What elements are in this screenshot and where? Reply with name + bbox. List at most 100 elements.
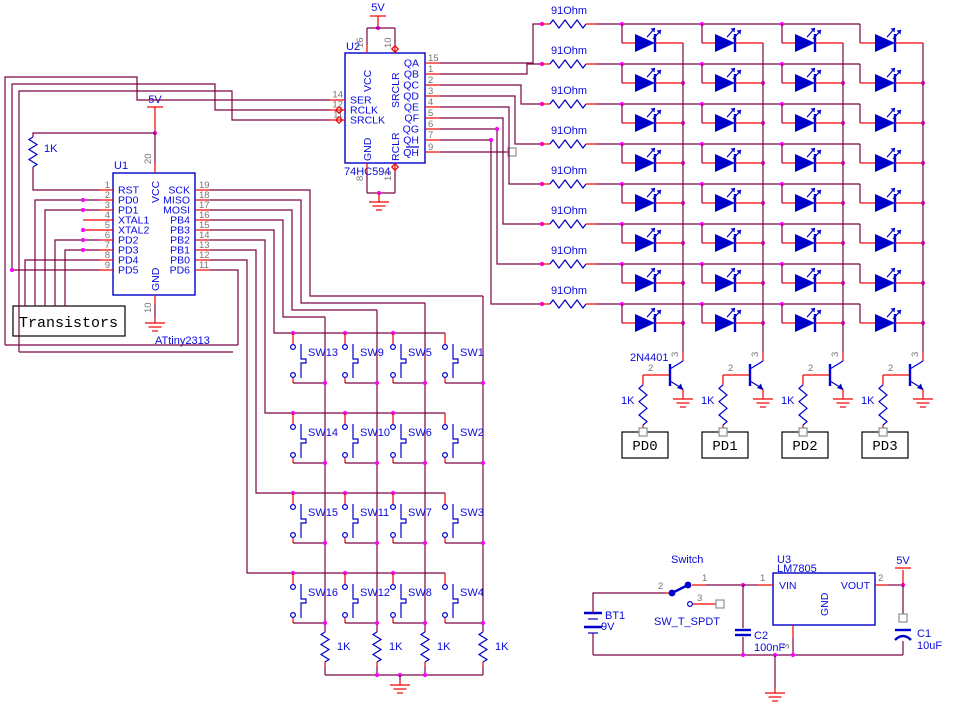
switch-part[interactable]: SW_T_SPDT xyxy=(654,616,720,628)
wire-segment[interactable] xyxy=(44,209,100,306)
transistor-pin-number[interactable]: 2 xyxy=(808,363,813,374)
u1-pin-label[interactable]: PD2 xyxy=(118,235,139,247)
transistor-pin-number[interactable]: 2 xyxy=(648,363,653,374)
switch-contact-icon[interactable] xyxy=(342,424,349,431)
switch-actuator-icon[interactable] xyxy=(400,344,407,378)
rst-pullup-resistor[interactable] xyxy=(27,136,39,168)
led-icon[interactable] xyxy=(715,314,735,332)
row-resistor-label[interactable]: 91Ohm xyxy=(551,165,587,177)
u3-ref[interactable]: U3 xyxy=(777,554,791,566)
pulldown-resistor[interactable] xyxy=(419,631,431,663)
switch-label[interactable]: SW12 xyxy=(360,587,390,599)
row-resistor-label[interactable]: 91Ohm xyxy=(551,245,587,257)
u1-chip[interactable]: U1 ATtiny2313 5V 1K xyxy=(44,94,210,347)
u2-pin-label[interactable]: SRCLK xyxy=(350,115,385,127)
switch-actuator-icon[interactable] xyxy=(452,424,459,458)
u2-pin-label[interactable]: SER xyxy=(350,95,372,107)
led-icon[interactable] xyxy=(795,274,815,292)
u2-pin-label[interactable]: QF xyxy=(404,113,419,125)
row-resistor-label[interactable]: 91Ohm xyxy=(551,125,587,137)
u2-rclr-label[interactable]: RCLR xyxy=(390,132,402,161)
transistor-pin-number[interactable]: 3 xyxy=(830,352,841,357)
led-icon[interactable] xyxy=(875,314,895,332)
power-section[interactable]: U3 LM7805 VIN VOUT GND 1 2 3 Switch SW_T… xyxy=(601,554,942,654)
u1-pin-label[interactable]: MISO xyxy=(163,195,190,207)
transistors-box-label[interactable]: Transistors xyxy=(19,315,118,332)
c1-value[interactable]: 10uF xyxy=(917,640,942,652)
switch-contact-icon[interactable] xyxy=(342,372,349,379)
switch-contact-icon[interactable] xyxy=(290,424,297,431)
wire-segment[interactable] xyxy=(210,219,325,318)
base-resistor-label[interactable]: 1K xyxy=(701,395,715,407)
u1-pin-label[interactable]: PB0 xyxy=(170,255,190,267)
switch-actuator-icon[interactable] xyxy=(400,504,407,538)
switch-label[interactable]: SW9 xyxy=(360,347,384,359)
led-icon[interactable] xyxy=(795,314,815,332)
switch-actuator-icon[interactable] xyxy=(400,424,407,458)
base-resistor-label[interactable]: 1K xyxy=(861,395,875,407)
wire-segment[interactable] xyxy=(24,259,100,306)
u2-pin-number[interactable]: 12 xyxy=(332,100,343,111)
u1-pin-label[interactable]: PB3 xyxy=(170,225,190,237)
transistor-pin-number[interactable]: 2 xyxy=(728,363,733,374)
led-icon[interactable] xyxy=(875,274,895,292)
u1-pin-number[interactable]: 10 xyxy=(143,302,154,313)
u1-gnd-label[interactable]: GND xyxy=(150,267,162,291)
terminal-pd0-label[interactable]: PD0 xyxy=(632,439,657,455)
transistor-collector-icon[interactable] xyxy=(749,360,764,370)
switch-actuator-icon[interactable] xyxy=(452,584,459,618)
u2-pin-number[interactable]: 7 xyxy=(428,130,433,141)
wire-segment[interactable] xyxy=(440,139,542,305)
u1-pin-number[interactable]: 4 xyxy=(105,210,110,221)
u2-pin-number[interactable]: 15 xyxy=(428,53,439,64)
pulldown-resistor[interactable] xyxy=(371,631,383,663)
switch-contact-icon[interactable] xyxy=(290,504,297,511)
led-icon[interactable] xyxy=(795,34,815,52)
wire-segment[interactable] xyxy=(210,249,445,494)
u1-pin-number[interactable]: 14 xyxy=(199,230,210,241)
switch-title[interactable]: Switch xyxy=(671,554,703,566)
wire-segment[interactable] xyxy=(34,199,100,306)
u2-pin-number[interactable]: 14 xyxy=(332,90,343,101)
u2-body[interactable] xyxy=(344,52,426,164)
switch-contact-icon[interactable] xyxy=(342,504,349,511)
row-resistor-label[interactable]: 91Ohm xyxy=(551,205,587,217)
u1-pin-label[interactable]: PD4 xyxy=(118,255,139,267)
u1-pin-number[interactable]: 1 xyxy=(105,180,110,191)
switch-contact-icon[interactable] xyxy=(390,344,397,351)
switch-contact-icon[interactable] xyxy=(390,531,397,538)
wire-segment[interactable] xyxy=(210,189,483,297)
row-resistor[interactable] xyxy=(549,19,587,29)
pulldown-resistor-label[interactable]: 1K xyxy=(389,641,403,653)
led-icon[interactable] xyxy=(635,314,655,332)
switch-contact-icon[interactable] xyxy=(390,452,397,459)
switch-contact-icon[interactable] xyxy=(442,583,449,590)
switch-contact-icon[interactable] xyxy=(290,583,297,590)
row-resistor-label[interactable]: 91Ohm xyxy=(551,5,587,17)
terminal-square[interactable] xyxy=(718,427,728,437)
u1-pin-number[interactable]: 11 xyxy=(199,260,209,271)
terminal-pd3-label[interactable]: PD3 xyxy=(872,439,897,455)
wire-segment[interactable] xyxy=(440,128,542,265)
wire-segment[interactable] xyxy=(64,249,100,306)
pulldown-resistor-label[interactable]: 1K xyxy=(495,641,509,653)
base-resistor[interactable] xyxy=(638,384,648,426)
wire-segment[interactable] xyxy=(210,269,239,345)
u1-body[interactable] xyxy=(112,172,196,296)
wire-segment[interactable] xyxy=(440,106,542,185)
wire-segment[interactable] xyxy=(210,199,425,304)
switch-contact-icon[interactable] xyxy=(442,504,449,511)
u1-pin-number[interactable]: 12 xyxy=(199,250,210,261)
u1-pin-label[interactable]: PB1 xyxy=(170,245,190,257)
switch-label[interactable]: SW15 xyxy=(308,507,338,519)
switch-contact-icon[interactable] xyxy=(290,344,297,351)
u1-pin-number[interactable]: 3 xyxy=(105,200,110,211)
led-icon[interactable] xyxy=(875,194,895,212)
wire-segment[interactable] xyxy=(210,259,445,574)
led-icon[interactable] xyxy=(795,154,815,172)
vout-5v-label[interactable]: 5V xyxy=(896,555,910,567)
wire-segment[interactable] xyxy=(4,76,330,345)
base-resistor[interactable] xyxy=(878,384,888,426)
switch-label[interactable]: SW13 xyxy=(308,347,338,359)
wire-segment[interactable] xyxy=(440,95,542,145)
